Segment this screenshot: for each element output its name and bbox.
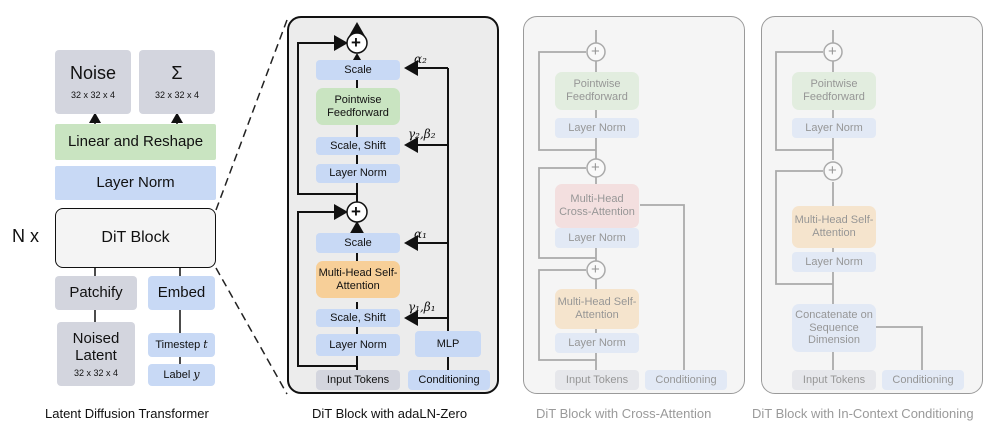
timestep-var: t [203,337,208,351]
final-layer-norm-label: Layer Norm [96,174,175,192]
cross-plus-1: + [591,43,600,60]
adaln-scale-shift-top-label: Scale, Shift [330,139,386,152]
dit-block-label: DiT Block [101,228,170,246]
noised-latent-dim: 32 x 32 x 4 [73,367,119,378]
adaln-scale-bottom: Scale [316,233,400,253]
label-box: Label y [148,364,215,386]
gamma1-beta1-label: γ₁,β₁ [408,300,436,314]
adaln-scale-bottom-label: Scale [344,236,372,249]
noised-latent-box: Noised Latent 32 x 32 x 4 [57,322,135,386]
incontext-plus-2: + [828,162,837,179]
adaln-conditioning-label: Conditioning [418,373,480,386]
sigma-dim: 32 x 32 x 4 [154,90,200,101]
incontext-conditioning-label: Conditioning [892,373,954,386]
cross-layer-norm-1: Layer Norm [555,118,639,138]
cross-plus-2: + [591,159,600,176]
adaln-mlp: MLP [415,331,481,357]
cross-input-tokens: Input Tokens [555,370,639,390]
cross-panel [523,16,745,394]
final-layer-norm-box: Layer Norm [55,166,216,200]
dit-block-box: DiT Block [55,208,216,268]
alpha1-label: α₁ [414,227,427,241]
adaln-feedforward: Pointwise Feedforward [316,88,400,125]
adaln-scale-top: Scale [316,60,400,80]
adaln-layer-norm-bottom: Layer Norm [316,334,400,356]
adaln-scale-shift-bottom: Scale, Shift [316,309,400,327]
noised-latent-title: Noised Latent [72,330,120,365]
gamma2-beta2-label: γ₂,β₂ [408,127,436,141]
incontext-plus-1: + [828,43,837,60]
adaln-layer-norm-top-label: Layer Norm [329,167,387,180]
adaln-feedforward-label: Pointwise Feedforward [327,93,389,119]
cross-attention-label: Multi-Head Cross-Attention [559,193,635,218]
incontext-self-attention: Multi-Head Self-Attention [792,206,876,248]
left-caption: Latent Diffusion Transformer [45,406,209,421]
incontext-conditioning: Conditioning [882,370,964,390]
linear-reshape-label: Linear and Reshape [67,133,204,151]
adaln-plus-bottom: + [351,202,361,221]
cross-layer-norm-1-label: Layer Norm [568,121,626,134]
incontext-input-tokens-label: Input Tokens [802,373,866,386]
cross-attention-box: Multi-Head Cross-Attention [555,184,639,228]
noise-dim: 32 x 32 x 4 [70,90,116,101]
cross-conditioning-label: Conditioning [655,373,717,386]
cross-layer-norm-2: Layer Norm [555,228,639,248]
incontext-panel [761,16,983,394]
adaln-plus-top: + [351,33,361,52]
cross-self-attention-label: Multi-Head Self-Attention [557,296,637,321]
cross-self-attention: Multi-Head Self-Attention [555,289,639,329]
incontext-input-tokens: Input Tokens [792,370,876,390]
noise-title: Noise [69,63,117,84]
incontext-concatenate-label: Concatenate on Sequence Dimension [795,309,873,347]
incontext-layer-norm-1-label: Layer Norm [805,121,863,134]
patchify-box: Patchify [55,276,137,310]
repeat-label: N x [12,226,39,246]
adaln-input-tokens: Input Tokens [316,370,400,390]
incontext-caption: DiT Block with In-Context Conditioning [752,406,974,421]
timestep-label: Timestep [155,338,201,351]
timestep-box: Timestep t [148,333,215,357]
incontext-self-attention-label: Multi-Head Self-Attention [794,214,874,239]
adaln-scale-top-label: Scale [344,63,372,76]
incontext-layer-norm-1: Layer Norm [792,118,876,138]
adaln-conditioning: Conditioning [408,370,490,390]
cross-layer-norm-3-label: Layer Norm [568,336,626,349]
linear-reshape-box: Linear and Reshape [55,124,216,160]
sigma-output-box: Σ 32 x 32 x 4 [139,50,215,114]
alpha2-label: α₂ [414,52,427,66]
patchify-label: Patchify [69,284,123,302]
adaln-scale-shift-bottom-label: Scale, Shift [330,311,386,324]
embed-box: Embed [148,276,215,310]
label-label: Label [163,368,191,381]
cross-input-tokens-label: Input Tokens [565,373,629,386]
adaln-input-tokens-label: Input Tokens [326,373,390,386]
cross-layer-norm-2-label: Layer Norm [568,231,626,244]
sigma-title: Σ [171,63,183,84]
incontext-layer-norm-2-label: Layer Norm [805,255,863,268]
adaln-caption: DiT Block with adaLN-Zero [312,406,468,421]
embed-label: Embed [157,284,206,302]
cross-plus-3: + [591,261,600,278]
incontext-feedforward-label: Pointwise Feedforward [803,78,865,103]
adaln-self-attention-label: Multi-Head Self-Attention [318,266,398,292]
adaln-layer-norm-top: Layer Norm [316,164,400,183]
noise-output-box: Noise 32 x 32 x 4 [55,50,131,114]
adaln-self-attention: Multi-Head Self-Attention [316,261,400,298]
adaln-layer-norm-bottom-label: Layer Norm [329,338,387,351]
incontext-feedforward: Pointwise Feedforward [792,72,876,110]
adaln-scale-shift-top: Scale, Shift [316,137,400,155]
incontext-layer-norm-2: Layer Norm [792,252,876,272]
cross-feedforward-label: Pointwise Feedforward [566,78,628,103]
adaln-mlp-label: MLP [436,337,460,350]
label-var: y [193,367,200,381]
incontext-concatenate: Concatenate on Sequence Dimension [792,304,876,352]
cross-conditioning: Conditioning [645,370,727,390]
cross-caption: DiT Block with Cross-Attention [536,406,712,421]
cross-layer-norm-3: Layer Norm [555,333,639,353]
cross-feedforward: Pointwise Feedforward [555,72,639,110]
